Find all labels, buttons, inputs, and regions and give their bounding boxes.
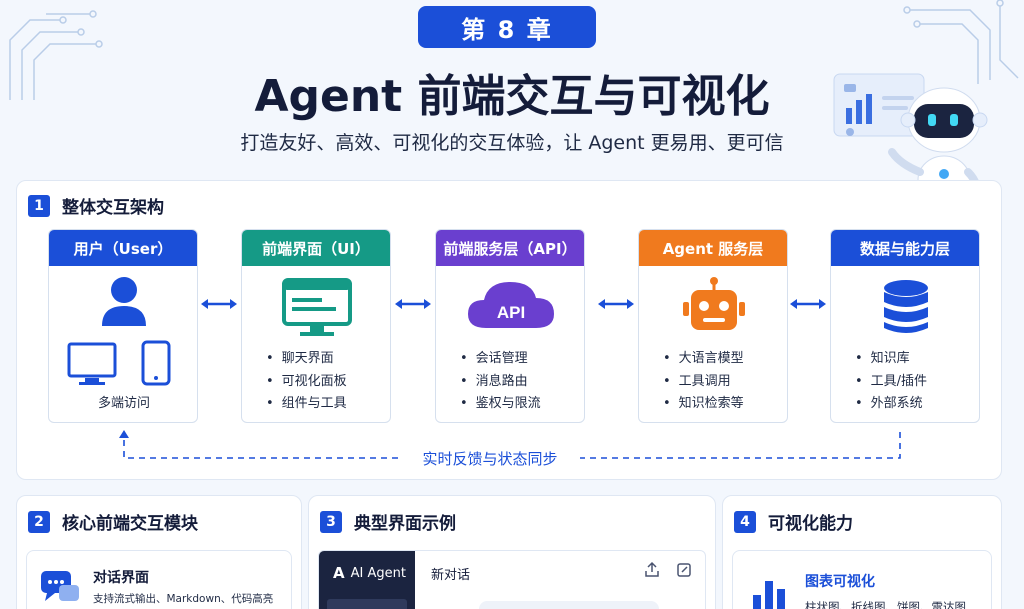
database-icon (884, 280, 928, 333)
card-list: 会话管理 消息路由 鉴权与限流 (460, 348, 541, 416)
section-number: 4 (734, 510, 756, 533)
section-title-architecture: 1 整体交互架构 (28, 193, 164, 218)
sidebar-item[interactable] (327, 599, 407, 609)
section-number: 1 (28, 194, 50, 217)
feedback-loop-line (119, 430, 901, 459)
list-item: 消息路由 (460, 371, 541, 394)
list-item: 聊天界面 (266, 348, 347, 371)
list-item: 工具/插件 (855, 371, 927, 394)
bar-chart-icon (753, 581, 785, 609)
section-label: 可视化能力 (768, 514, 853, 534)
list-item: 可视化面板 (266, 371, 347, 394)
card-header: 数据与能力层 (831, 230, 979, 266)
bidirectional-arrow-icon (598, 299, 634, 309)
list-item: 工具调用 (663, 371, 744, 394)
bidirectional-arrow-icon (790, 299, 826, 309)
ui-brand: A AI Agent (333, 564, 406, 582)
module-desc: 支持流式输出、Markdown、代码高亮 (93, 593, 274, 605)
bidirectional-arrow-icon (395, 299, 431, 309)
share-icon[interactable] (643, 561, 661, 579)
viz-title: 图表可视化 (805, 574, 875, 590)
list-item: 组件与工具 (266, 393, 347, 416)
page-subtitle: 打造友好、高效、可视化的交互体验，让 Agent 更易用、更可信 (240, 132, 784, 154)
module-card-chat[interactable]: 对话界面 支持流式输出、Markdown、代码高亮 (26, 550, 292, 609)
monitor-icon (282, 278, 352, 336)
brand-label: AI Agent (350, 565, 406, 581)
user-icon (102, 277, 146, 326)
card-frontend-ui: 前端界面（UI） 聊天界面 可视化面板 组件与工具 (241, 229, 391, 423)
section-title-core-modules: 2 核心前端交互模块 (28, 509, 198, 534)
list-item: 大语言模型 (663, 348, 744, 371)
viz-desc: 柱状图、折线图、饼图、雷达图 (805, 600, 966, 609)
section-title-ui-example: 3 典型界面示例 (320, 509, 456, 534)
card-header: 前端界面（UI） (242, 230, 390, 266)
viz-card-chart[interactable]: 图表可视化 柱状图、折线图、饼图、雷达图 (732, 550, 992, 609)
card-agent-service: Agent 服务层 大语言模型 工具调用 知识检索等 (638, 229, 788, 423)
list-item: 知识库 (855, 348, 927, 371)
ui-sidebar: A AI Agent (319, 551, 415, 609)
section-label: 整体交互架构 (62, 198, 164, 218)
card-header: Agent 服务层 (639, 230, 787, 266)
list-item: 外部系统 (855, 393, 927, 416)
feedback-label: 实时反馈与状态同步 (400, 448, 580, 469)
bidirectional-arrow-icon (201, 299, 237, 309)
card-caption: 多端访问 (97, 396, 150, 411)
list-item: 会话管理 (460, 348, 541, 371)
chapter-badge: 第 8 章 (418, 6, 596, 48)
card-header: 用户（User） (49, 230, 197, 266)
brand-mark-icon: A (333, 564, 345, 582)
robot-icon (683, 277, 745, 330)
card-header: 前端服务层（API） (436, 230, 584, 266)
circuit-decoration-right (903, 0, 1019, 84)
card-list: 知识库 工具/插件 外部系统 (855, 348, 927, 416)
card-user: 用户（User） 多端访问 (48, 229, 198, 423)
page-title: Agent 前端交互与可视化 (254, 71, 770, 122)
card-list: 大语言模型 工具调用 知识检索等 (663, 348, 744, 416)
chat-bubble-icon (41, 571, 79, 601)
card-frontend-service: 前端服务层（API） API 会话管理 消息路由 鉴权与限流 (435, 229, 585, 423)
card-list: 聊天界面 可视化面板 组件与工具 (266, 348, 347, 416)
section-number: 3 (320, 510, 342, 533)
api-cloud-icon: API (468, 282, 554, 328)
chat-title: 新对话 (431, 568, 471, 583)
edit-icon[interactable] (675, 561, 693, 579)
list-item: 鉴权与限流 (460, 393, 541, 416)
section-label: 核心前端交互模块 (62, 514, 198, 534)
section-title-visualization: 4 可视化能力 (734, 509, 853, 534)
circuit-decoration-left (9, 10, 103, 100)
section-number: 2 (28, 510, 50, 533)
api-cloud-label: API (497, 303, 525, 322)
chat-input[interactable] (479, 601, 659, 609)
section-label: 典型界面示例 (354, 514, 456, 534)
list-item: 知识检索等 (663, 393, 744, 416)
devices-icon (67, 340, 171, 386)
module-title: 对话界面 (93, 570, 149, 586)
card-data-capability: 数据与能力层 知识库 工具/插件 外部系统 (830, 229, 980, 423)
ui-mockup: A AI Agent 新对话 (318, 550, 706, 609)
